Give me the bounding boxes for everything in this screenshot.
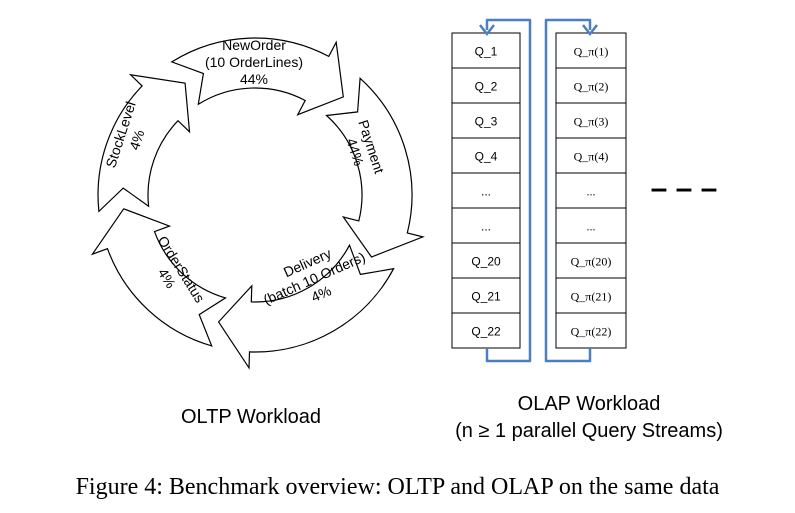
query-stream-1: Q_1Q_2Q_3Q_4...... Q_20Q_21Q_22 (451, 32, 521, 349)
oltp-title: OLTP Workload (181, 406, 321, 428)
olap-subtitle: (n ≥ 1 parallel Query Streams) (455, 420, 723, 442)
query-box (451, 102, 521, 139)
query-box (451, 67, 521, 104)
svg-text:44%: 44% (240, 71, 268, 87)
svg-text:(10 OrderLines): (10 OrderLines) (205, 54, 303, 70)
stream-2-arrowhead (582, 24, 598, 37)
query-box (555, 67, 627, 104)
query-box (555, 172, 627, 209)
query-box (555, 207, 627, 244)
stream-1-loop (485, 18, 532, 363)
stocklevel-arrow (97, 73, 191, 213)
svg-text:NewOrder: NewOrder (222, 37, 286, 53)
orderstatus-arrow (90, 208, 227, 347)
query-stream-2: Q_π(1) Q_π(2) Q_π(3) Q_π(4)...... Q_π(20) Q_π… (555, 32, 627, 349)
svg-text:4%: 4% (309, 282, 334, 305)
query-label: Q_2 (475, 80, 498, 94)
query-box (555, 102, 627, 139)
query-box (555, 242, 627, 279)
query-label: ... (587, 220, 596, 234)
benchmark-diagram: NewOrder (10 OrderLines) 44% Payment 44%… (90, 18, 723, 442)
query-box (451, 242, 521, 279)
query-label: Q_21 (471, 290, 501, 304)
query-label: Q_π(1) (574, 45, 609, 59)
payment-arrow (325, 77, 425, 258)
query-box (555, 32, 627, 69)
query-label: Q_π(4) (574, 150, 609, 164)
oltp-cycle (90, 37, 425, 370)
query-label: Q_π(22) (571, 325, 612, 339)
query-label: ... (481, 220, 491, 234)
query-box (451, 312, 521, 349)
query-label: Q_π(3) (574, 115, 609, 129)
more-streams-dashes: – – – (651, 172, 718, 205)
query-label: Q_4 (475, 150, 498, 164)
delivery-arrow (217, 243, 395, 370)
svg-text:4%: 4% (126, 128, 147, 152)
neworder-label: NewOrder (10 OrderLines) 44% (205, 37, 303, 87)
query-label: Q_20 (471, 255, 501, 269)
query-label: ... (587, 185, 596, 199)
stream-2-loop (544, 18, 592, 363)
query-box (451, 207, 521, 244)
neworder-arrow (170, 37, 344, 116)
query-box (451, 137, 521, 174)
query-box (555, 277, 627, 314)
query-box (451, 32, 521, 69)
query-label: Q_22 (471, 325, 501, 339)
query-label: Q_π(21) (571, 290, 612, 304)
query-label: Q_1 (475, 45, 498, 59)
stream-1-arrowhead (479, 24, 495, 37)
figure-caption: Figure 4: Benchmark overview: OLTP and O… (75, 474, 720, 500)
query-box (451, 277, 521, 314)
query-label: ... (481, 185, 491, 199)
query-label: Q_π(2) (574, 80, 609, 94)
query-label: Q_3 (475, 115, 498, 129)
query-label: Q_π(20) (571, 255, 612, 269)
stream-loop-arrows (479, 18, 598, 363)
olap-title: OLAP Workload (518, 393, 661, 415)
query-box (555, 312, 627, 349)
